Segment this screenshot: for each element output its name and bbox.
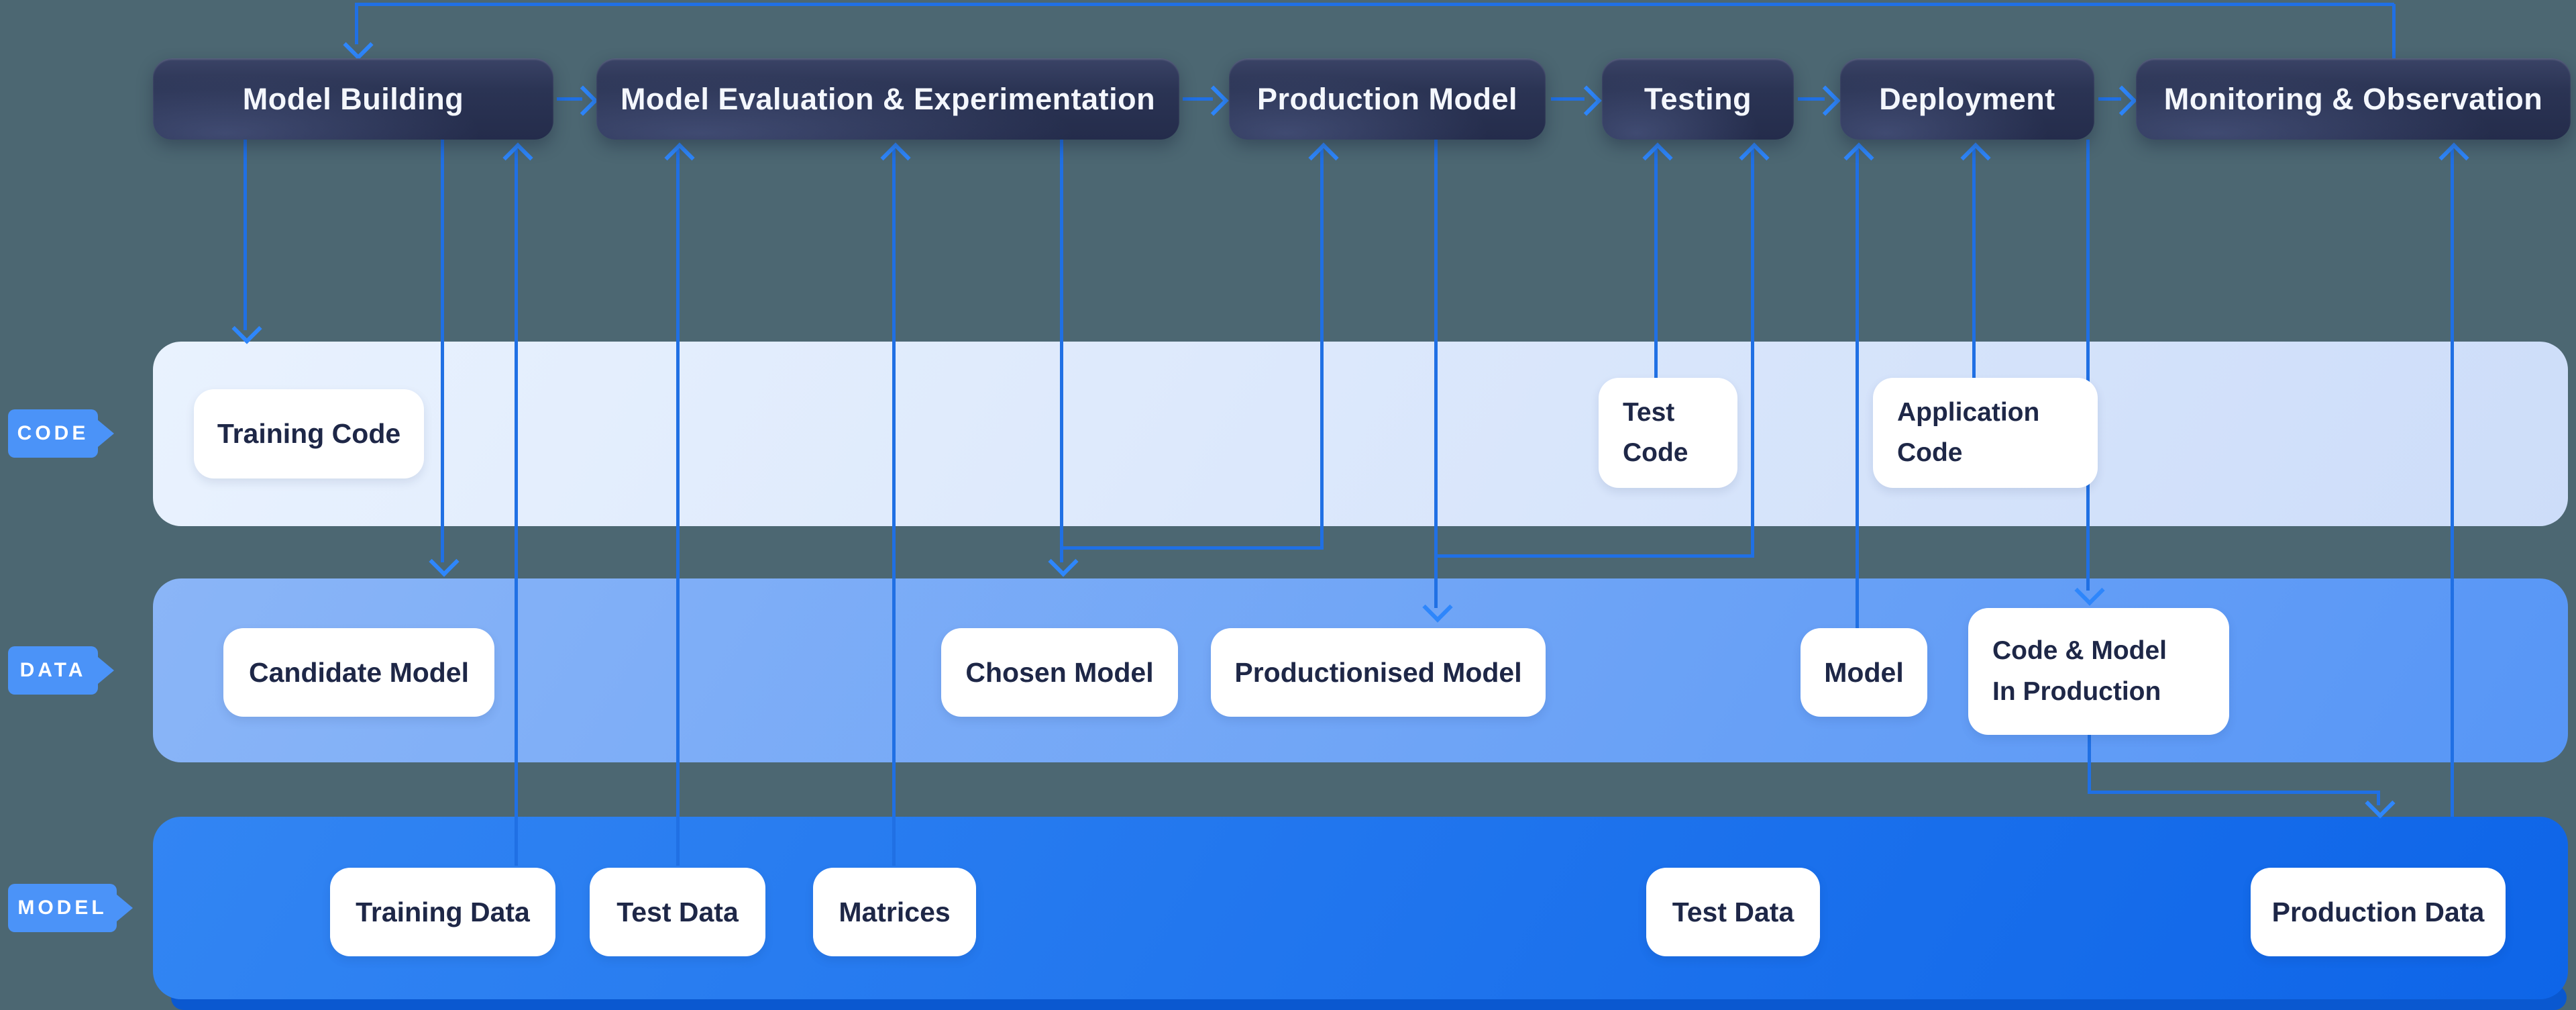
chip-test-data-2: Test Data	[1646, 868, 1820, 956]
stage-production-model: Production Model	[1229, 58, 1546, 140]
stage-model-building: Model Building	[153, 58, 553, 140]
stage-testing: Testing	[1602, 58, 1794, 140]
model-lane	[153, 817, 2568, 999]
chip-chosen-model: Chosen Model	[941, 628, 1178, 717]
chip-code-and-model-in-production: Code & Model In Production	[1968, 608, 2229, 735]
chip-matrices: Matrices	[813, 868, 976, 956]
chip-model: Model	[1801, 628, 1927, 717]
model-lane-tag: MODEL	[8, 884, 117, 932]
chip-training-data: Training Data	[330, 868, 555, 956]
chip-test-code-line1: Test	[1623, 397, 1675, 427]
chip-test-data-1: Test Data	[590, 868, 765, 956]
data-lane-tag: DATA	[8, 646, 98, 695]
chip-code-and-model-line2: In Production	[1992, 676, 2161, 706]
chip-training-code: Training Code	[194, 389, 424, 478]
stage-monitoring-observation: Monitoring & Observation	[2136, 58, 2571, 140]
code-lane-tag: CODE	[8, 409, 98, 458]
chip-test-code: Test Code	[1599, 378, 1737, 488]
chip-application-code-line2: Code	[1897, 438, 1963, 467]
stage-model-evaluation: Model Evaluation & Experimentation	[596, 58, 1179, 140]
stage-deployment: Deployment	[1840, 58, 2094, 140]
chip-application-code-line1: Application	[1897, 397, 2040, 427]
chip-candidate-model: Candidate Model	[223, 628, 494, 717]
chip-test-code-line2: Code	[1623, 438, 1688, 467]
chip-production-data: Production Data	[2251, 868, 2506, 956]
chip-productionised-model: Productionised Model	[1211, 628, 1546, 717]
chip-code-and-model-line1: Code & Model	[1992, 636, 2167, 666]
chip-application-code: Application Code	[1873, 378, 2098, 488]
code-lane	[153, 342, 2568, 526]
